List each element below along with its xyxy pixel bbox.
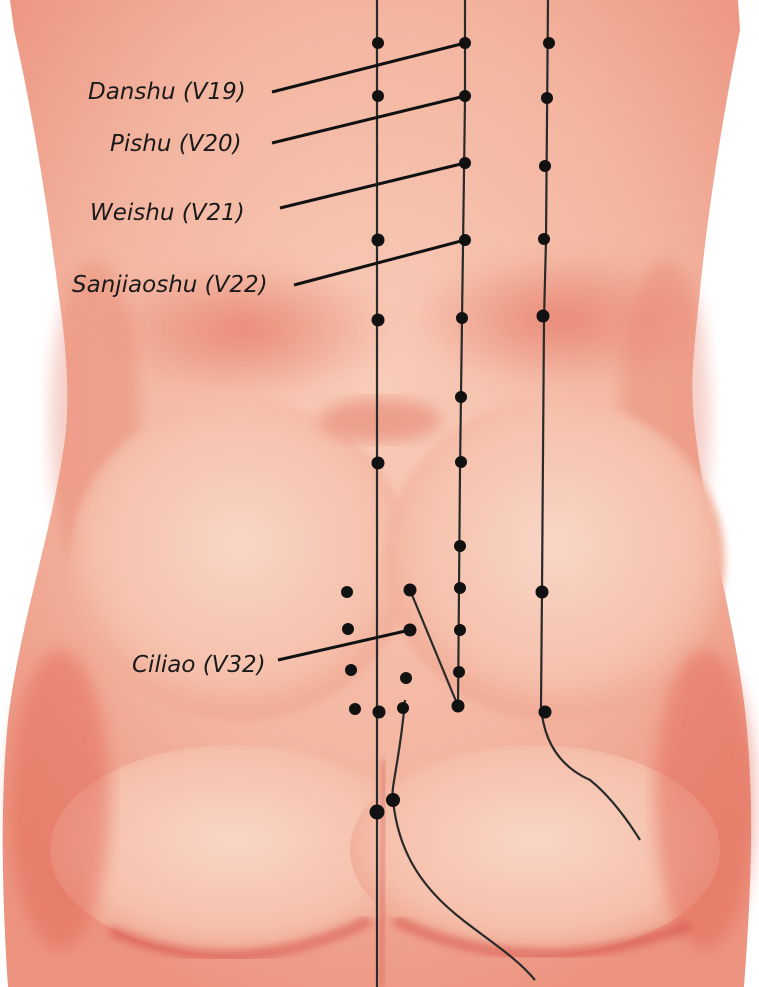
hip-shadow xyxy=(10,650,110,950)
label-ciliao: Ciliao (V32) xyxy=(132,652,266,678)
acupoint xyxy=(456,312,468,324)
acupoint xyxy=(537,310,550,323)
label-weishu: Weishu (V21) xyxy=(90,200,245,226)
acupoint xyxy=(372,457,385,470)
label-danshu: Danshu (V19) xyxy=(88,79,246,105)
acupoint xyxy=(386,793,400,807)
acupoint xyxy=(455,391,467,403)
acupoint xyxy=(459,234,471,246)
acupoint xyxy=(454,624,466,636)
acupoint xyxy=(370,805,385,820)
acupoint xyxy=(373,706,386,719)
acupoint xyxy=(349,703,361,715)
acupoint xyxy=(459,157,471,169)
lower-back-right xyxy=(385,400,725,720)
label-pishu: Pishu (V20) xyxy=(110,131,242,157)
acupoint xyxy=(453,666,465,678)
acupoint xyxy=(341,586,353,598)
acupoint xyxy=(372,234,385,247)
acupoint xyxy=(372,314,385,327)
acupoint xyxy=(372,37,384,49)
lower-back-crease xyxy=(320,398,440,442)
acupoint xyxy=(372,90,384,102)
acupoint xyxy=(404,624,417,637)
acupoint xyxy=(397,702,409,714)
acupoint xyxy=(454,540,466,552)
acupoint xyxy=(454,582,466,594)
acupoint xyxy=(459,37,471,49)
acupoint xyxy=(539,160,551,172)
acupoint xyxy=(455,456,467,468)
acupoint xyxy=(459,90,471,102)
hip-shadow xyxy=(655,650,755,950)
acupoint xyxy=(536,586,549,599)
acupoint xyxy=(452,700,465,713)
acupoint xyxy=(538,233,550,245)
acupoint xyxy=(345,664,357,676)
label-sanjiaoshu: Sanjiaoshu (V22) xyxy=(72,272,268,298)
acupoint xyxy=(539,706,552,719)
acupoint xyxy=(541,92,553,104)
acupoint xyxy=(342,623,354,635)
acupoint xyxy=(543,37,555,49)
acupoint xyxy=(404,584,417,597)
acupoint xyxy=(400,672,412,684)
